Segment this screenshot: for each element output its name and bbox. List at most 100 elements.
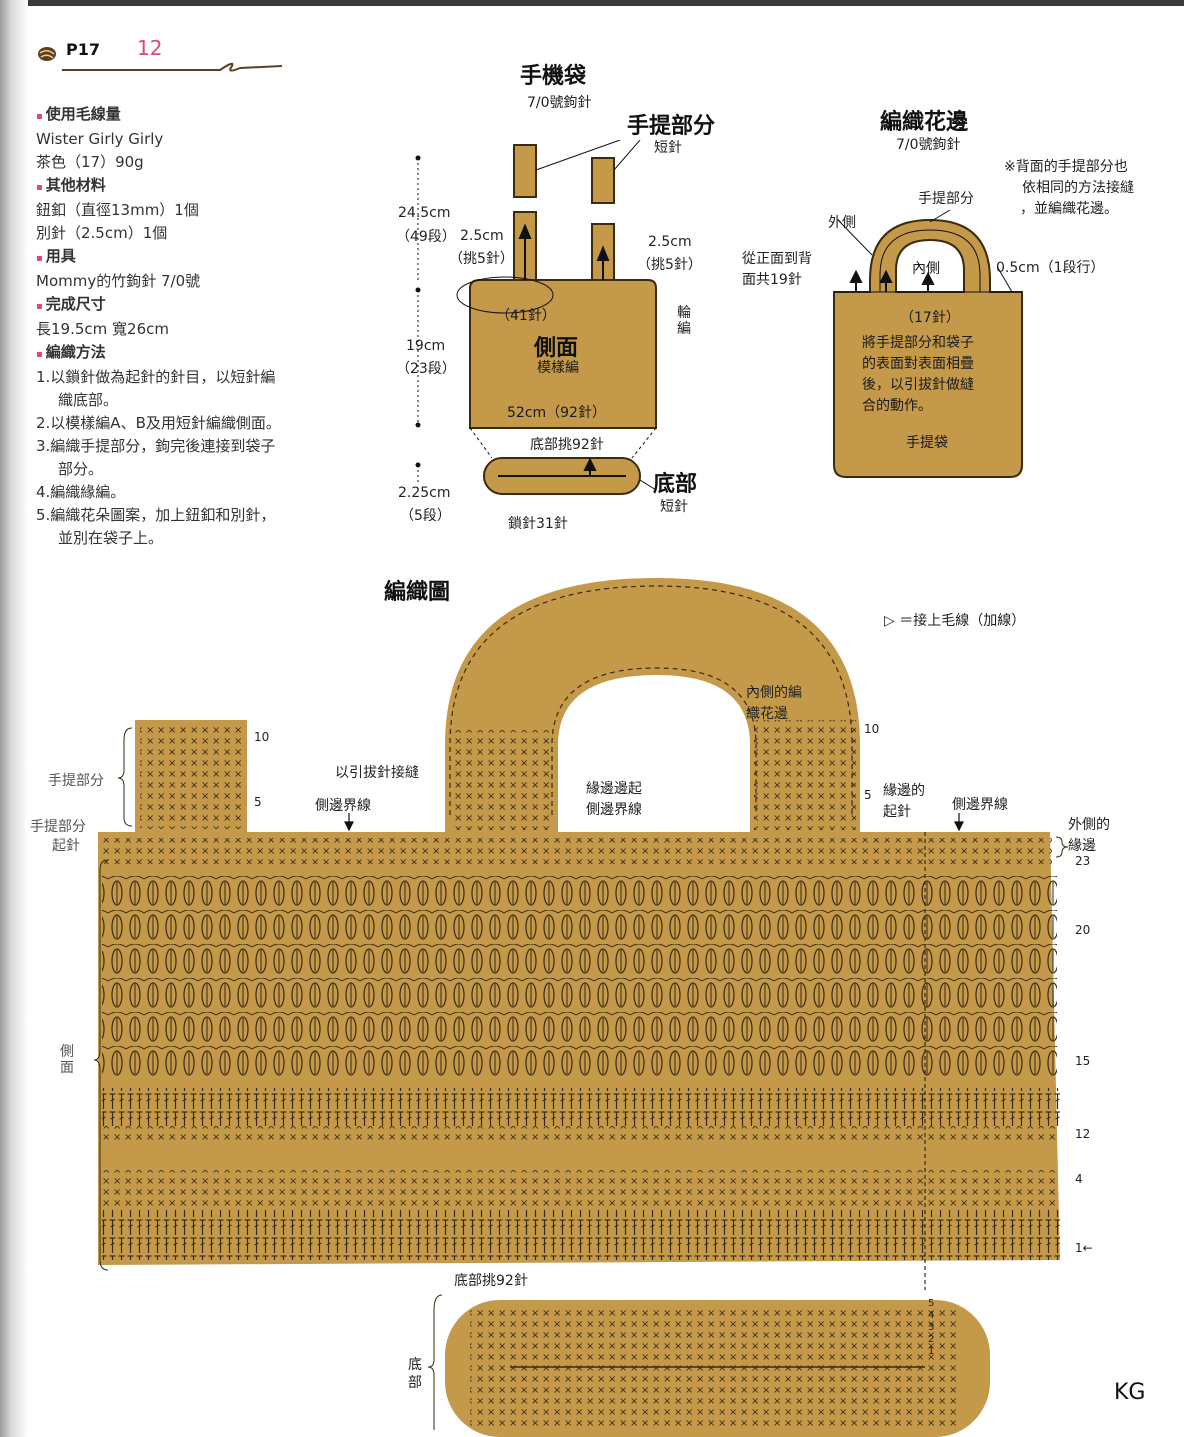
edging-note-3: ，並編織花邊。 (1020, 201, 1118, 217)
bottom-row-number: 3 (928, 1322, 935, 1333)
edging-handle: 手提部分 (918, 191, 974, 207)
total-height-rows: （49段） (396, 229, 456, 245)
bottom-row-number: 2 (928, 1334, 935, 1345)
chart-edge-start-right-1: 緣邊的 (883, 783, 925, 799)
side-pattern: 模樣編 (537, 360, 579, 376)
row-number: 15 (1075, 1054, 1091, 1068)
yarn-name: Wister Girly Girly (36, 130, 164, 148)
edging-note-2: 依相同的方法接縫 (1022, 180, 1134, 196)
top-strip (0, 0, 1184, 6)
width-label: 52cm（92針） (507, 405, 606, 421)
side-height-rows: （23段） (396, 361, 456, 377)
edging-note-1: ※背面的手提部分也 (1004, 159, 1128, 175)
bottom-stitch: 短針 (660, 499, 688, 515)
chart-side-label: 側面 (60, 1044, 74, 1076)
row-number: 23 (1075, 854, 1091, 868)
row-number: 10 (864, 722, 880, 736)
method-step: 3.編織手提部分，鉤完後連接到袋子 (36, 437, 276, 455)
row-number: 4 (1075, 1172, 1083, 1186)
edging-desc-line: 將手提部分和袋子 (862, 335, 974, 351)
row-number: 10 (254, 730, 270, 744)
chain-count: 鎖針31針 (508, 516, 568, 532)
row-number: 20 (1075, 923, 1091, 937)
chart-handle-start-2: 起針 (52, 838, 80, 854)
chart-inner-edge-1: 內側的編 (746, 685, 802, 701)
phone-bag-hook: 7/0號鉤針 (527, 95, 592, 111)
side-height: 19cm (406, 338, 446, 354)
chart-outer-edge-1: 外側的 (1068, 817, 1110, 833)
chart-inner-edge-2: 織花邊 (746, 706, 788, 722)
chart-side-line-right: 側邊界線 (952, 797, 1008, 813)
legend-text: ＝接上毛線（加線） (899, 613, 1026, 629)
edging-description: 將手提部分和袋子 的表面對表面相疊 後，以引拔針做縫 合的動作。 (862, 333, 974, 417)
method-step: 織底部。 (58, 391, 119, 409)
yarn-heading: 使用毛線量 (36, 103, 281, 128)
method-step: 並別在袋子上。 (58, 529, 164, 547)
add-yarn-icon: ▷ (884, 613, 895, 629)
bottom-row-number: 1 (928, 1346, 935, 1357)
chart-handle-start-1: 手提部分 (30, 819, 86, 835)
top-stitch-count: （41針） (496, 308, 556, 324)
phone-bag-diagram (415, 140, 657, 495)
chart-title: 編織圖 (384, 580, 451, 605)
method-step: 5.編織花朵圖案，加上鈕釦和別針， (36, 506, 276, 524)
bottom-row-number: 5 (928, 1298, 935, 1309)
phone-bag-title: 手機袋 (520, 64, 587, 89)
bottom-row-numbers: 5 4 3 2 1 (928, 1298, 934, 1358)
edging-desc-line: 的表面對表面相疊 (862, 356, 974, 372)
size-heading: 完成尺寸 (36, 293, 281, 318)
edging-outer: 外側 (828, 215, 856, 231)
handle-height-right: 2.5cm (648, 234, 692, 250)
knitting-chart: × (93, 578, 1069, 1437)
edging-desc-line: 後，以引拔針做縫 (862, 377, 974, 393)
row-number: 5 (864, 788, 872, 802)
handle-height-left: 2.5cm (460, 228, 504, 244)
edging-17sts: （17針） (900, 310, 960, 326)
hook-tool: Mommy的竹鉤針 7/0號 (36, 272, 201, 290)
row-number: 5 (254, 795, 262, 809)
chart-edge-start-1: 緣邊邊起 (586, 781, 642, 797)
materials-sidebar: 使用毛線量 Wister Girly Girly 茶色（17）90g 其他材料 … (36, 103, 281, 550)
edging-front-back-1: 從正面到背 (742, 251, 812, 267)
row-number: 1← (1075, 1241, 1093, 1255)
yarn-amount: 茶色（17）90g (36, 153, 144, 171)
total-height: 24.5cm (398, 205, 451, 221)
side-title: 側面 (534, 336, 579, 361)
chart-handle-label: 手提部分 (48, 773, 104, 789)
method-step: 部分。 (58, 460, 104, 478)
method-heading: 編織方法 (36, 341, 281, 366)
ring-knit: 輪編 (677, 305, 691, 337)
finished-size: 長19.5cm 寬26cm (36, 320, 169, 338)
bag-side-body (469, 279, 657, 429)
chart-outer-edge-2: 緣邊 (1068, 838, 1096, 854)
button-material: 鈕釦（直徑13mm）1個 (36, 201, 199, 219)
tools-heading: 用具 (36, 245, 281, 270)
handle-pick-left: （挑5針） (449, 251, 514, 267)
chart-edge-start-2: 側邊界線 (586, 802, 642, 818)
edging-desc-line: 合的動作。 (862, 398, 932, 414)
watermark: KG (1114, 1380, 1146, 1405)
project-number: 12 (137, 36, 163, 60)
section-label: P17 (66, 40, 100, 59)
method-step: 4.編織緣編。 (36, 483, 126, 501)
pin-material: 別針（2.5cm）1個 (36, 224, 168, 242)
method-step: 2.以模樣編A、B及用短針編織側面。 (36, 414, 281, 432)
edging-front-back-2: 面共19針 (742, 272, 802, 288)
page-binding-shadow (0, 0, 28, 1437)
chart-side-line-left: 側邊界線 (315, 798, 371, 814)
edging-diagram (833, 210, 1023, 478)
left-handle-top (513, 144, 537, 198)
handle-pick-right: （挑5針） (637, 257, 702, 273)
bottom-row-number: 4 (928, 1310, 935, 1321)
chart-bottom-label: 底部 (408, 1357, 422, 1391)
handle-stitch: 短針 (654, 140, 682, 156)
bottom-title: 底部 (653, 472, 698, 497)
chart-bottom-pick: 底部挑92針 (454, 1273, 528, 1289)
bottom-height-rows: （5段） (400, 508, 451, 524)
header-squiggle (60, 58, 285, 78)
edging-title: 編織花邊 (880, 110, 969, 135)
other-materials-heading: 其他材料 (36, 174, 281, 199)
edging-row: 0.5cm（1段行） (996, 260, 1105, 276)
method-step: 1.以鎖針做為起針的針目，以短針編 (36, 368, 276, 386)
handle-part-title: 手提部分 (627, 114, 716, 139)
